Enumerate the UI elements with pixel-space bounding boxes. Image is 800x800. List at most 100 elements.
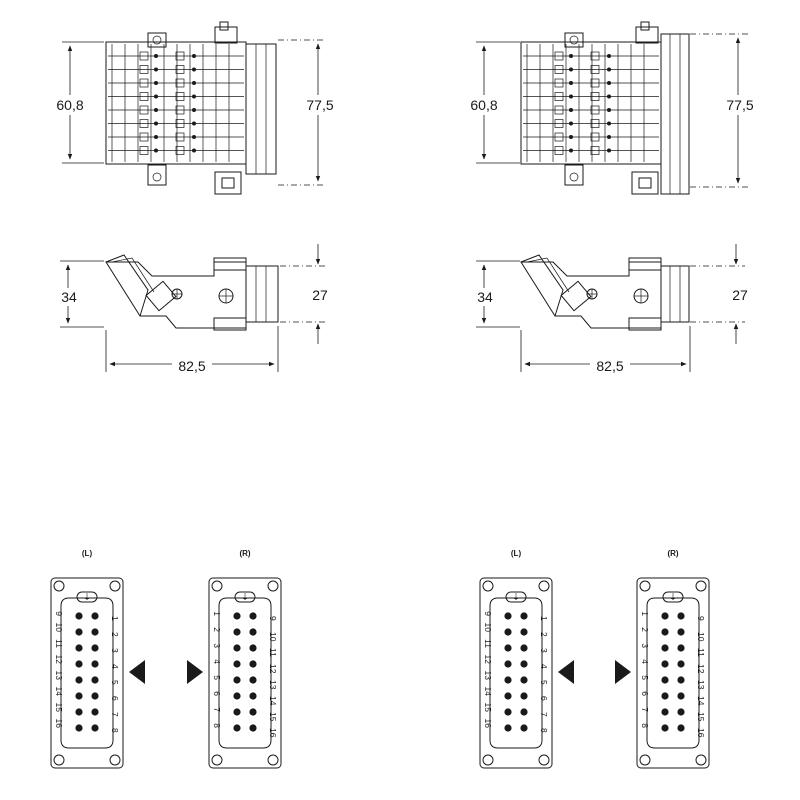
contact-pin (661, 612, 669, 620)
contact-pin (233, 708, 241, 716)
pin-number: 6 (212, 691, 222, 696)
contact-pin (504, 724, 512, 732)
pin-number: 8 (110, 728, 120, 733)
mounting-hole (695, 754, 707, 766)
pin-number: 3 (212, 643, 222, 648)
insert-outline (646, 597, 700, 749)
pin-number: 12 (268, 664, 278, 674)
pin-number: 10 (483, 623, 493, 633)
contact-pin (75, 660, 83, 668)
contact-pin (249, 644, 257, 652)
orientation-arrow-icon (558, 660, 574, 684)
mounting-hole (538, 754, 550, 766)
contact-pin (233, 660, 241, 668)
flange-outline (479, 577, 553, 769)
dim-height-overall: 77,5 (306, 97, 333, 113)
pin-number: 12 (483, 655, 493, 665)
pin-number: 11 (483, 639, 493, 648)
contact-pin (91, 708, 99, 716)
contact-pin (91, 692, 99, 700)
pin-number: 11 (268, 648, 278, 657)
pin-number: 16 (483, 719, 493, 729)
ground-icon: ⏚ (241, 592, 250, 602)
pin-number: 15 (696, 712, 706, 722)
pin-number: 8 (539, 728, 549, 733)
mounting-hole (482, 754, 494, 766)
pin-number: 7 (212, 707, 222, 712)
contact-pin (75, 676, 83, 684)
pin-number: 1 (640, 611, 650, 616)
pin-number: 10 (268, 632, 278, 642)
face-view-label: (L) (82, 549, 93, 558)
pin-number: 9 (54, 611, 64, 616)
mounting-hole (211, 754, 223, 766)
ground-icon: ⏚ (512, 592, 521, 602)
mounting-hole (211, 580, 223, 592)
pin-number: 16 (54, 719, 64, 729)
mounting-hole (639, 754, 651, 766)
pin-number: 1 (110, 616, 120, 621)
pin-number: 10 (696, 632, 706, 642)
dim-height-side: 34 (61, 289, 77, 305)
pin-number: 4 (110, 664, 120, 669)
mounting-hole (267, 580, 279, 592)
pin-number: 14 (54, 687, 64, 697)
contact-pin (91, 644, 99, 652)
ground-tab (505, 591, 527, 603)
pin-number: 9 (268, 616, 278, 621)
contact-pin (249, 724, 257, 732)
contact-pin (249, 708, 257, 716)
contact-pin (677, 692, 685, 700)
dim-height-body-right: 60,8 (470, 97, 497, 113)
pin-number: 13 (483, 671, 493, 681)
pin-number: 2 (539, 632, 549, 637)
orientation-arrow-icon (129, 660, 145, 684)
contact-pin (661, 660, 669, 668)
pin-number: 12 (696, 664, 706, 674)
contact-pin (661, 724, 669, 732)
pin-number: 8 (640, 723, 650, 728)
pin-number: 4 (640, 659, 650, 664)
contact-pin (75, 708, 83, 716)
contact-pin (677, 708, 685, 716)
orientation-arrow-icon (615, 660, 631, 684)
face-view-label: (L) (511, 549, 522, 558)
contact-pin (249, 676, 257, 684)
contact-pin (233, 692, 241, 700)
mounting-hole (53, 580, 65, 592)
contact-pin (504, 708, 512, 716)
contact-pin (520, 644, 528, 652)
contact-pin (75, 628, 83, 636)
pin-number: 5 (640, 675, 650, 680)
contact-pin (661, 644, 669, 652)
pin-number: 11 (696, 648, 706, 657)
contact-pin (249, 628, 257, 636)
contact-pin (520, 676, 528, 684)
front-view-left: 60,8 77,5 (50, 21, 340, 195)
pin-number: 14 (483, 687, 493, 697)
pin-number: 3 (539, 648, 549, 653)
mounting-hole (639, 580, 651, 592)
ground-tab (234, 591, 256, 603)
insert-outline (218, 597, 272, 749)
mounting-hole (53, 754, 65, 766)
dim-height-side-right: 34 (477, 289, 493, 305)
pin-number: 4 (212, 659, 222, 664)
pin-number: 2 (212, 627, 222, 632)
pin-number: 1 (539, 616, 549, 621)
pin-number: 7 (640, 707, 650, 712)
contact-pin (520, 612, 528, 620)
dim-length-overall: 82,5 (178, 358, 205, 374)
pin-number: 16 (696, 728, 706, 738)
pin-number: 1 (212, 611, 222, 616)
contact-pin (249, 612, 257, 620)
pin-number: 15 (54, 703, 64, 713)
flange-outline (636, 577, 710, 769)
ground-icon: ⏚ (669, 592, 678, 602)
pin-number: 7 (110, 712, 120, 717)
pin-number: 2 (640, 627, 650, 632)
contact-pin (91, 660, 99, 668)
contact-pin (504, 660, 512, 668)
